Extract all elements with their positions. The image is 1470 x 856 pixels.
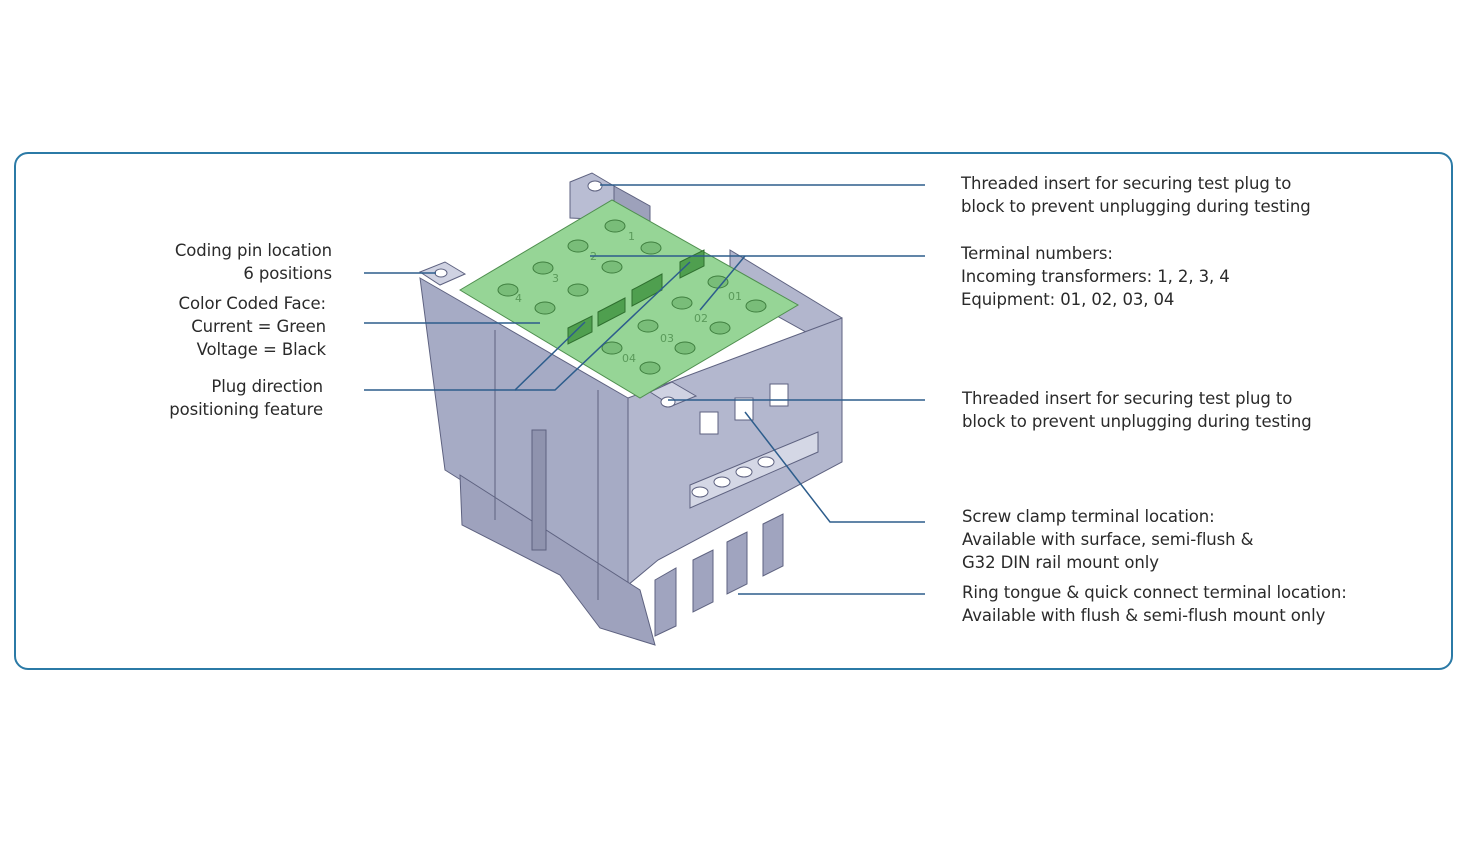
face-number-01: 01 [728,290,742,303]
face-number-4: 4 [515,292,522,305]
face-number-03: 03 [660,332,674,345]
diagram-frame [14,152,1453,670]
label-terminal-numbers: Terminal numbers: Incoming transformers:… [961,244,1230,309]
face-number-1: 1 [628,230,635,243]
face-number-02: 02 [694,312,708,325]
label-threaded-insert-top: Threaded insert for securing test plug t… [961,174,1311,216]
face-number-04: 04 [622,352,636,365]
leader-terminal-numbers-2 [699,255,746,311]
leader-plug-direction-2 [515,261,691,391]
leader-lines [364,184,925,595]
leader-screw-clamp [744,411,925,523]
label-screw-clamp: Screw clamp terminal location: Available… [962,507,1254,572]
label-plug-direction: Plug direction positioning feature [169,377,323,419]
label-coding-pin: Coding pin location 6 positions [174,241,332,283]
face-number-3: 3 [552,272,559,285]
label-color-coded-face: Color Coded Face: Current = Green Voltag… [178,294,327,359]
color-coded-face: 1 2 3 4 01 02 03 04 [459,199,800,399]
test-block-body [418,172,843,646]
label-threaded-insert-mid: Threaded insert for securing test plug t… [962,389,1312,431]
label-ring-tongue: Ring tongue & quick connect terminal loc… [962,583,1347,625]
